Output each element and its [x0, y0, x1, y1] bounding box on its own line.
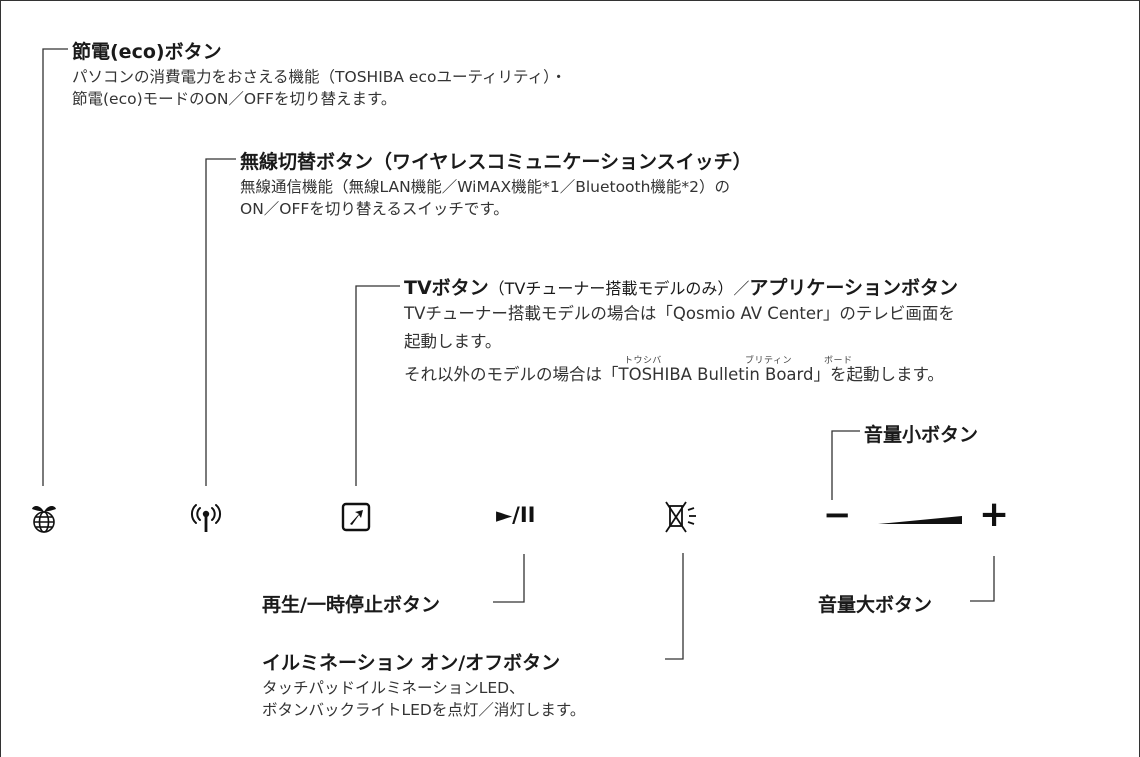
- tv-desc-line3: それ以外のモデルの場合は「TOSHIBA Bulletin Board」を起動し…: [404, 365, 944, 384]
- volume-up-leader: [970, 556, 995, 602]
- volume-down-label: 音量小ボタン: [864, 424, 979, 446]
- wireless-antenna-icon[interactable]: [188, 500, 224, 534]
- illumination-title: イルミネーション オン/オフボタン: [262, 652, 561, 674]
- volume-down-leader: [831, 430, 860, 500]
- ruby-toshiba: トウシバ: [624, 356, 662, 366]
- volume-slider-icon: [878, 516, 962, 524]
- eco-leader: [42, 48, 68, 486]
- ruby-board: ボード: [824, 356, 853, 366]
- eco-desc-line1: パソコンの消費電力をおさえる機能（TOSHIBA ecoユーティリティ）・: [72, 68, 567, 86]
- ruby-bulletin: ブリティン: [745, 356, 792, 366]
- tv-app-arrow-icon[interactable]: [341, 502, 371, 532]
- tv-title-app: アプリケーションボタン: [749, 277, 959, 299]
- tv-desc-line1: TVチューナー搭載モデルの場合は「Qosmio AV Center」のテレビ画面…: [404, 304, 955, 323]
- illumination-desc-line1: タッチパッドイルミネーションLED、: [262, 679, 525, 697]
- wireless-desc-line2: ON／OFFを切り替えるスイッチです。: [240, 200, 509, 218]
- play-pause-icon[interactable]: ►/II: [496, 503, 536, 527]
- tv-title-main: TVボタン: [404, 277, 489, 299]
- tv-title: TVボタン（TVチューナー搭載モデルのみ）／アプリケーションボタン: [404, 273, 958, 300]
- illumination-off-icon[interactable]: [664, 500, 700, 534]
- eco-desc-line2: 節電(eco)モードのON／OFFを切り替えます。: [72, 90, 397, 108]
- tv-desc-line2: 起動します。: [404, 332, 502, 351]
- volume-up-icon[interactable]: +: [979, 494, 1010, 535]
- volume-down-icon[interactable]: −: [823, 495, 852, 535]
- illumination-desc-line2: ボタンバックライトLEDを点灯／消灯します。: [262, 701, 586, 719]
- play-pause-label: 再生/一時停止ボタン: [262, 594, 440, 616]
- wireless-leader: [205, 158, 236, 486]
- eco-title: 節電(eco)ボタン: [72, 41, 222, 63]
- eco-globe-icon[interactable]: [29, 500, 59, 534]
- play-leader: [493, 554, 525, 603]
- wireless-desc-line1: 無線通信機能（無線LAN機能／WiMAX機能*1／Bluetooth機能*2）の: [240, 178, 731, 196]
- tv-title-note: （TVチューナー搭載モデルのみ）／: [488, 279, 750, 298]
- tv-leader: [355, 285, 400, 486]
- volume-up-label: 音量大ボタン: [818, 594, 933, 616]
- wireless-title: 無線切替ボタン（ワイヤレスコミュニケーションスイッチ）: [240, 151, 752, 173]
- illumination-leader: [665, 553, 684, 660]
